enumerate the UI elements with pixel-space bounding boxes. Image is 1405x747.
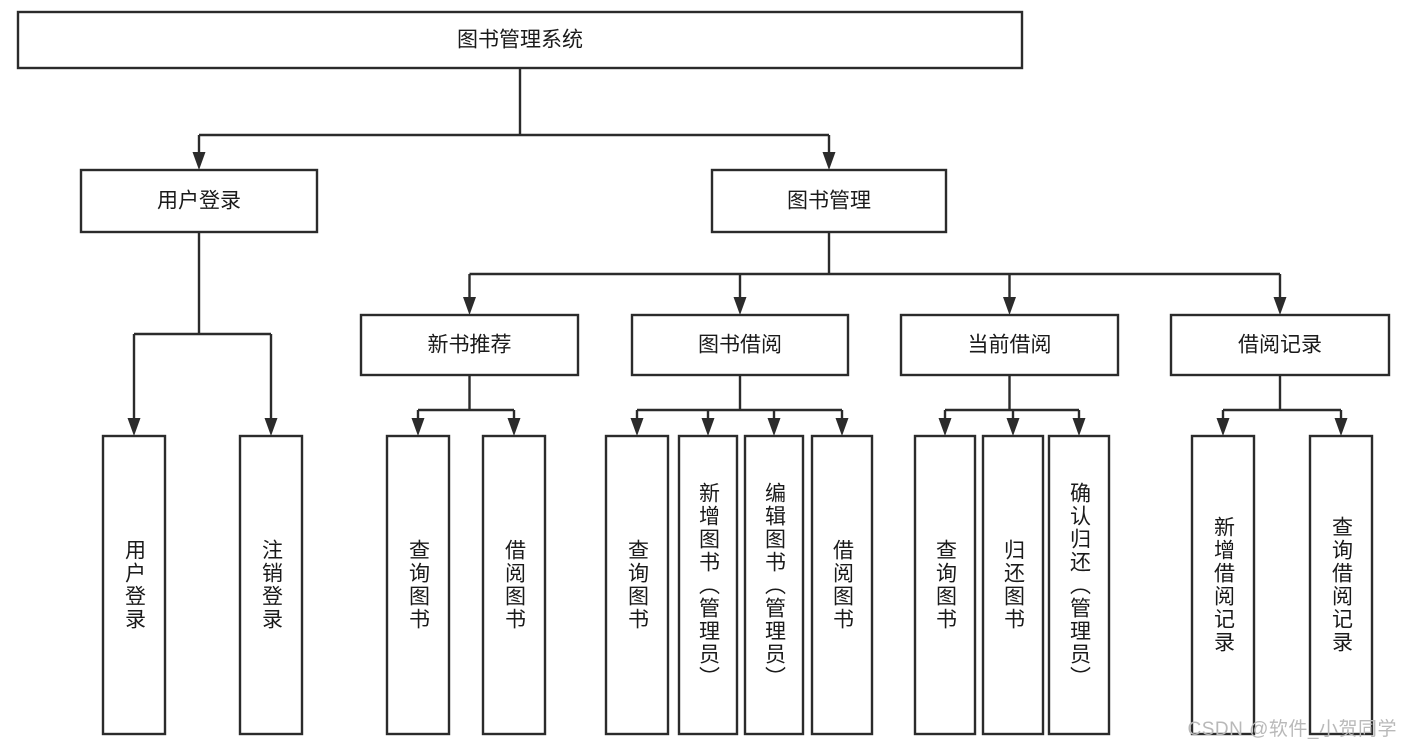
csdn-watermark: CSDN @软件_小贺同学	[1187, 719, 1397, 740]
node-bb-query-book[interactable]	[604, 434, 670, 736]
node-box-cb-confirm-return	[1047, 434, 1111, 736]
arrow-head-icon	[507, 418, 521, 436]
arrow-head-icon	[264, 418, 278, 436]
arrow-head-icon	[767, 418, 781, 436]
node-box-bb-borrow-book	[810, 434, 874, 736]
node-box-user-login-leaf	[101, 434, 167, 736]
node-box-br-query-record	[1308, 434, 1374, 736]
node-root[interactable]: 图书管理系统	[16, 10, 1024, 70]
arrow-head-icon	[411, 418, 425, 436]
node-bb-borrow-book[interactable]	[810, 434, 874, 736]
node-label-book-borrow: 图书借阅	[698, 334, 782, 357]
node-box-logout-leaf	[238, 434, 304, 736]
node-box-book-borrow	[630, 313, 850, 377]
arrow-head-icon	[1334, 418, 1348, 436]
arrow-head-icon	[835, 418, 849, 436]
node-bb-add-book[interactable]	[677, 434, 739, 736]
arrow-head-icon	[463, 297, 476, 315]
node-box-nbr-query-book	[385, 434, 451, 736]
node-br-add-record[interactable]	[1190, 434, 1256, 736]
node-cb-confirm-return[interactable]	[1047, 434, 1111, 736]
arrow-head-icon	[1273, 297, 1287, 315]
arrow-head-icon	[822, 152, 836, 170]
node-nbr-borrow-book[interactable]	[481, 434, 547, 736]
node-box-cb-query-book	[913, 434, 977, 736]
node-box-borrow-record	[1169, 313, 1391, 377]
connector-layer	[127, 68, 1348, 436]
arrow-head-icon	[1072, 418, 1086, 436]
node-logout-leaf[interactable]	[238, 434, 304, 736]
arrow-head-icon	[127, 418, 141, 436]
node-borrow-record[interactable]: 借阅记录	[1169, 313, 1391, 377]
node-box-book-management	[710, 168, 948, 234]
node-label-borrow-record: 借阅记录	[1238, 334, 1322, 357]
node-cb-return-book[interactable]	[981, 434, 1045, 736]
node-box-br-add-record	[1190, 434, 1256, 736]
arrow-head-icon	[1006, 418, 1020, 436]
node-box-new-book-rec	[359, 313, 580, 377]
arrow-head-icon	[938, 418, 952, 436]
arrow-head-icon	[1216, 418, 1230, 436]
arrow-head-icon	[733, 297, 747, 315]
node-label-current-borrow: 当前借阅	[968, 334, 1052, 357]
node-current-borrow[interactable]: 当前借阅	[899, 313, 1120, 377]
arrow-head-icon	[1003, 297, 1016, 315]
node-box-bb-query-book	[604, 434, 670, 736]
node-box-bb-add-book	[677, 434, 739, 736]
node-box-cb-return-book	[981, 434, 1045, 736]
node-cb-query-book[interactable]	[913, 434, 977, 736]
node-label-root: 图书管理系统	[457, 29, 583, 52]
node-label-new-book-rec: 新书推荐	[428, 334, 512, 357]
node-box-nbr-borrow-book	[481, 434, 547, 736]
arrow-head-icon	[192, 152, 206, 170]
node-label-book-management: 图书管理	[787, 190, 871, 213]
arrow-head-icon	[701, 418, 715, 436]
arrow-head-icon	[630, 418, 644, 436]
node-user-login-leaf[interactable]	[101, 434, 167, 736]
node-book-management[interactable]: 图书管理	[710, 168, 948, 234]
node-bb-edit-book[interactable]	[743, 434, 805, 736]
node-label-user-login: 用户登录	[157, 190, 241, 213]
node-nbr-query-book[interactable]	[385, 434, 451, 736]
node-box-root	[16, 10, 1024, 70]
node-box-user-login	[79, 168, 319, 234]
node-new-book-rec[interactable]: 新书推荐	[359, 313, 580, 377]
node-user-login[interactable]: 用户登录	[79, 168, 319, 234]
node-box-current-borrow	[899, 313, 1120, 377]
node-box-bb-edit-book	[743, 434, 805, 736]
node-br-query-record[interactable]	[1308, 434, 1374, 736]
node-book-borrow[interactable]: 图书借阅	[630, 313, 850, 377]
